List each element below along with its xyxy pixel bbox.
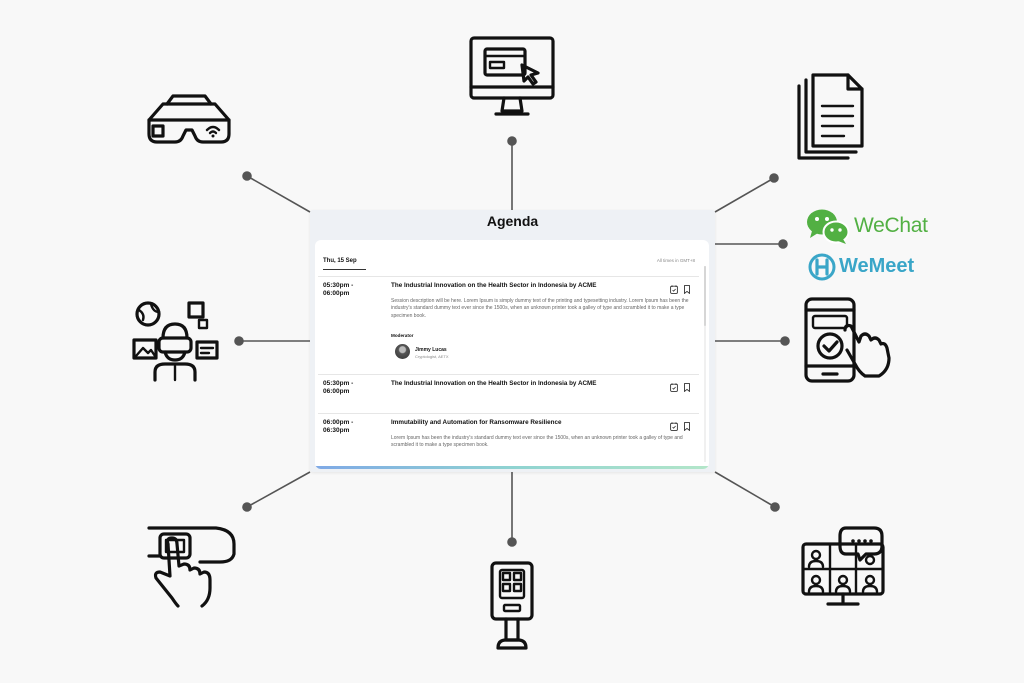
add-to-calendar-icon[interactable] [670, 281, 678, 294]
session-actions [670, 418, 691, 432]
session-description: Session description will be here. Lorem … [391, 298, 689, 319]
desktop-monitor-click-icon [468, 35, 556, 119]
avatar [395, 344, 410, 359]
session-row[interactable]: 05:30pm - 06:00pm The Industrial Innovat… [318, 276, 699, 375]
moderator-label: Moderator [391, 333, 414, 338]
bookmark-icon[interactable] [683, 281, 691, 295]
connector-glasses [246, 175, 311, 213]
session-row[interactable]: 05:30pm - 06:00pm The Industrial Innovat… [318, 374, 699, 413]
connector-dot-vr [234, 336, 244, 346]
connector-dot-logos [778, 239, 788, 249]
vr-user-media-icon [131, 300, 221, 382]
date-tab[interactable]: Thu, 15 Sep [323, 258, 366, 270]
wechat-bubbles-icon [807, 209, 850, 244]
session-actions [670, 379, 691, 393]
bookmark-icon[interactable] [683, 418, 691, 432]
connector-dot-monitor [507, 136, 517, 146]
video-conference-icon [800, 524, 886, 608]
agenda-panel: Agenda Thu, 15 Sep All times in GMT+8 05… [310, 210, 715, 472]
connector-dot-glasses [242, 171, 252, 181]
scrollbar[interactable] [704, 266, 706, 462]
timezone-note: All times in GMT+8 [656, 258, 695, 263]
moderator-name[interactable]: Jimmy Lucas [415, 347, 447, 353]
connector-dot-phone [780, 336, 790, 346]
session-row[interactable]: 06:00pm - 06:30pm Immutability and Autom… [318, 413, 699, 464]
add-to-calendar-icon[interactable] [670, 418, 678, 431]
moderator-role: Cryptologist, AETX [415, 354, 449, 359]
wechat-logo: WeChat [806, 207, 936, 245]
connector-dot-kiosk [507, 537, 517, 547]
session-title[interactable]: Immutability and Automation for Ransomwa… [391, 419, 562, 426]
scrollbar-thumb[interactable] [704, 266, 706, 326]
agenda-card: Thu, 15 Sep All times in GMT+8 05:30pm -… [315, 240, 709, 469]
session-description: Lorem Ipsum has been the industry's stan… [391, 435, 683, 449]
session-time: 05:30pm - 06:00pm [323, 380, 354, 395]
smart-glasses-icon [143, 92, 235, 150]
documents-stack-icon [796, 72, 866, 162]
agenda-title: Agenda [486, 213, 539, 229]
session-time: 05:30pm - 06:00pm [323, 282, 354, 297]
connector-dot-watch [242, 502, 252, 512]
session-title[interactable]: The Industrial Innovation on the Health … [391, 282, 597, 289]
add-to-calendar-icon[interactable] [670, 379, 678, 392]
session-time: 06:00pm - 06:30pm [323, 419, 354, 434]
connector-watch [246, 471, 311, 508]
session-title[interactable]: The Industrial Innovation on the Health … [391, 380, 597, 387]
connector-dot-video [770, 502, 780, 512]
agenda-gradient-bar [315, 466, 709, 469]
kiosk-terminal-icon [488, 560, 536, 652]
connector-documents [714, 177, 775, 213]
bookmark-icon[interactable] [683, 379, 691, 393]
smartwatch-touch-icon [146, 520, 238, 608]
smartphone-tap-check-icon [803, 296, 891, 384]
wemeet-logo-text: WeMeet [839, 255, 915, 277]
connector-dot-documents [769, 173, 779, 183]
wemeet-mark-icon [808, 253, 836, 281]
connector-video [714, 471, 776, 508]
wechat-logo-text: WeChat [854, 214, 928, 237]
session-actions [670, 281, 691, 295]
wemeet-logo: WeMeet [806, 251, 936, 283]
